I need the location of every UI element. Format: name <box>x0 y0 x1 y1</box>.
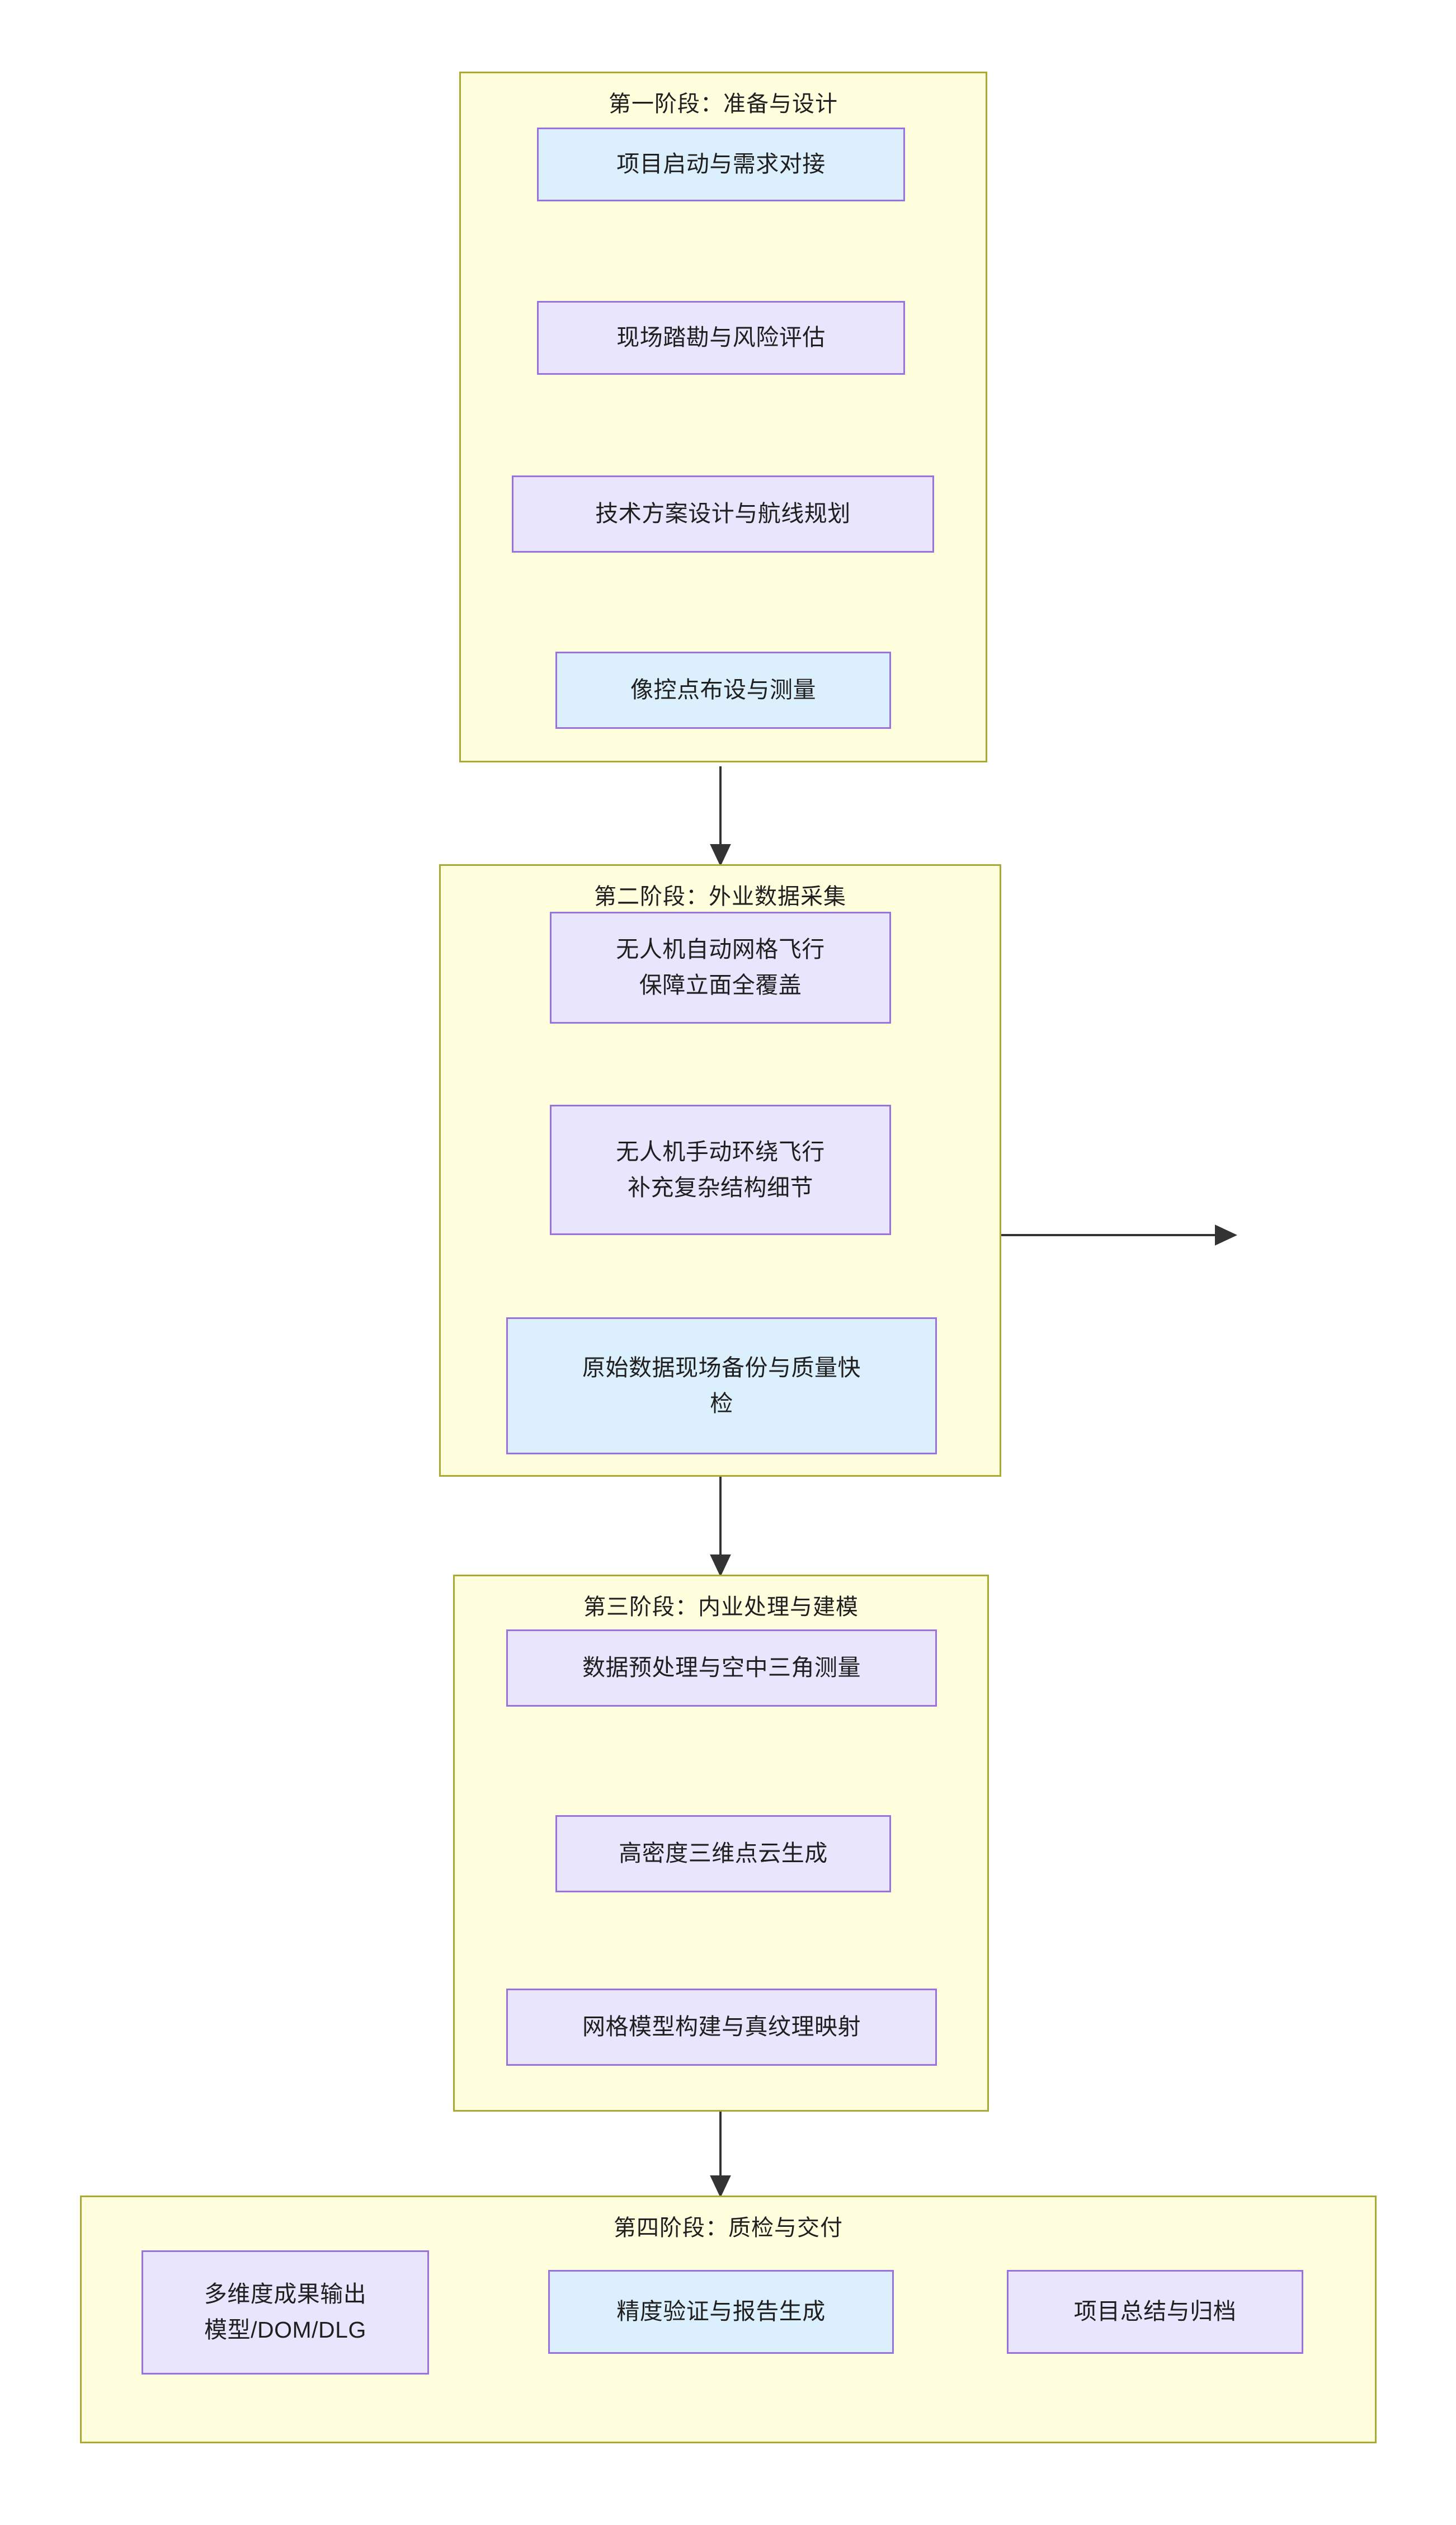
node-p1n3-label: 技术方案设计与航线规划 <box>595 501 851 527</box>
node-p1n2-label: 现场踏勘与风险评估 <box>616 324 826 351</box>
node-p4n1-label-line2: 模型/DOM/DLG <box>204 2317 366 2343</box>
node-p4n1[interactable]: 多维度成果输出 模型/DOM/DLG <box>142 2250 429 2375</box>
node-p1n4[interactable]: 像控点布设与测量 <box>555 652 891 729</box>
node-p1n1-label: 项目启动与需求对接 <box>616 151 826 177</box>
phase-3-title: 第三阶段：内业处理与建模 <box>583 1595 859 1619</box>
node-p4n3-label: 项目总结与归档 <box>1073 2298 1237 2325</box>
node-p2n3-label-line2: 检 <box>710 1390 733 1416</box>
node-p1n1[interactable]: 项目启动与需求对接 <box>537 128 905 201</box>
phase-4-title: 第四阶段：质检与交付 <box>614 2216 843 2240</box>
node-p3n3[interactable]: 网格模型构建与真纹理映射 <box>506 1989 937 2066</box>
node-p3n1-label: 数据预处理与空中三角测量 <box>582 1655 861 1681</box>
node-p4n3[interactable]: 项目总结与归档 <box>1007 2270 1303 2354</box>
node-p2n2-label-line1: 无人机手动环绕飞行 <box>616 1138 825 1165</box>
node-p2n1-label-line2: 保障立面全覆盖 <box>639 972 802 998</box>
node-p1n2[interactable]: 现场踏勘与风险评估 <box>537 301 905 375</box>
node-p4n2-label: 精度验证与报告生成 <box>616 2298 826 2325</box>
node-p3n2-label: 高密度三维点云生成 <box>619 1840 828 1867</box>
node-p4n1-label-line1: 多维度成果输出 <box>204 2281 367 2307</box>
node-p1n3[interactable]: 技术方案设计与航线规划 <box>512 475 934 553</box>
node-p2n3-label-line1: 原始数据现场备份与质量快 <box>582 1354 861 1381</box>
node-p4n2[interactable]: 精度验证与报告生成 <box>548 2270 894 2354</box>
node-p2n3[interactable]: 原始数据现场备份与质量快 检 <box>506 1317 937 1454</box>
phase-2-title: 第二阶段：外业数据采集 <box>594 884 846 909</box>
node-p3n1[interactable]: 数据预处理与空中三角测量 <box>506 1629 937 1707</box>
node-p2n1[interactable]: 无人机自动网格飞行 保障立面全覆盖 <box>550 912 891 1024</box>
phase-1-title: 第一阶段：准备与设计 <box>609 92 838 116</box>
node-p2n2-label-line2: 补充复杂结构细节 <box>628 1174 813 1200</box>
node-p3n2[interactable]: 高密度三维点云生成 <box>555 1815 891 1892</box>
node-p2n1-label-line1: 无人机自动网格飞行 <box>616 936 825 963</box>
node-p1n4-label: 像控点布设与测量 <box>630 677 816 703</box>
node-p2n2[interactable]: 无人机手动环绕飞行 补充复杂结构细节 <box>550 1105 891 1235</box>
node-p3n3-label: 网格模型构建与真纹理映射 <box>582 2014 861 2040</box>
